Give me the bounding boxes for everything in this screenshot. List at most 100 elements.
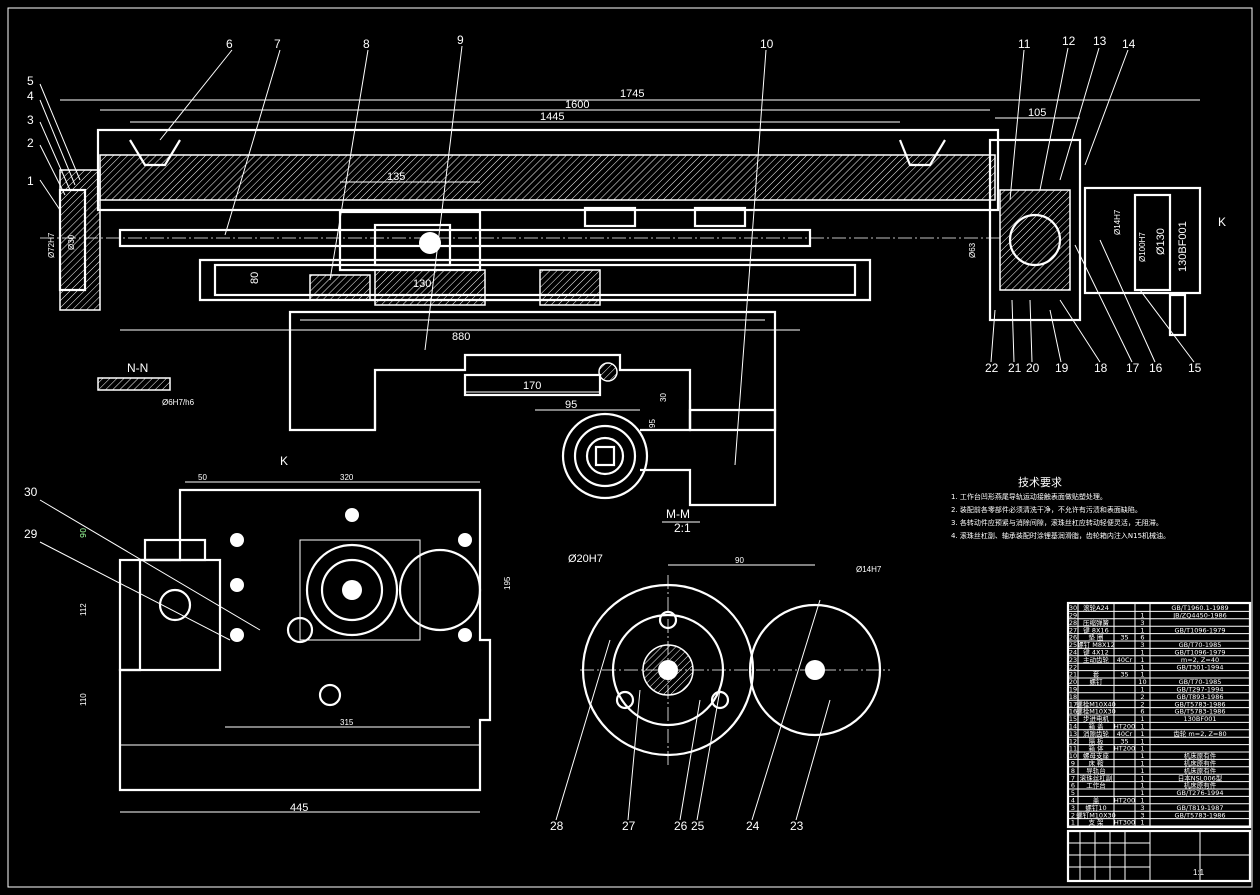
view-label-nn: N-N	[127, 361, 148, 375]
part-callouts: 1 2 3 4 5 6 7 8 9 10 11 12 13 14 15 16 1…	[24, 33, 1202, 833]
dim-phi14-gear: Ø14H7	[856, 565, 882, 574]
callout-7: 7	[274, 37, 281, 51]
callout-29: 29	[24, 527, 38, 541]
parts-cell-qty: 1	[1140, 760, 1144, 768]
parts-cell-name: 主动齿轮	[1083, 655, 1110, 664]
callout-20: 20	[1026, 361, 1040, 375]
dim-1600: 1600	[565, 99, 589, 111]
parts-cell-name: 套	[1093, 670, 1100, 679]
callout-26: 26	[674, 819, 688, 833]
parts-cell-qty: 1	[1140, 686, 1144, 694]
callout-1: 1	[27, 174, 34, 188]
parts-cell-qty: 1	[1140, 649, 1144, 657]
dim-30: 30	[659, 393, 668, 402]
parts-cell-mat: 40Cr	[1117, 656, 1133, 664]
callout-24: 24	[746, 819, 760, 833]
parts-cell-name: 导轨台	[1086, 766, 1106, 775]
dim-445: 445	[290, 802, 308, 814]
callout-21: 21	[1008, 361, 1022, 375]
parts-cell-std: GB/T297-1994	[1177, 686, 1224, 694]
callout-17: 17	[1126, 361, 1140, 375]
callout-10: 10	[760, 37, 774, 51]
technical-requirements: 技术要求 1. 工作台凹形燕尾导轨运动接触表面做贴塑处理。 2. 装配前各零部件…	[951, 476, 1170, 540]
parts-cell-std: GB/T819-1987	[1177, 804, 1224, 812]
dim-315: 315	[340, 718, 354, 727]
motor-label: 130BF001	[1177, 221, 1189, 272]
view-label-mm: M-M	[666, 507, 690, 521]
dim-90: 90	[79, 528, 88, 538]
parts-cell-no: 20	[1069, 678, 1077, 686]
parts-cell-no: 1	[1071, 819, 1075, 827]
parts-cell-no: 8	[1071, 767, 1075, 775]
parts-cell-qty: 1	[1140, 663, 1144, 671]
callout-12: 12	[1062, 34, 1076, 48]
parts-cell-name: 滚珠丝杠副	[1080, 773, 1113, 782]
parts-cell-name: 螺母支座	[1083, 751, 1110, 760]
parts-cell-std: 机床原有件	[1184, 766, 1217, 775]
callout-16: 16	[1149, 361, 1163, 375]
parts-cell-name: 箱 体	[1088, 744, 1104, 753]
dim-phi63: Ø63	[968, 242, 977, 258]
view-label-k: K	[280, 454, 288, 468]
callout-3: 3	[27, 113, 34, 127]
parts-cell-name: 盖	[1093, 796, 1100, 805]
parts-cell-std: 130BF001	[1183, 715, 1216, 723]
parts-cell-std: GB/T70-1985	[1179, 678, 1222, 686]
parts-cell-mat: 40Cr	[1117, 730, 1133, 738]
parts-cell-qty: 1	[1140, 782, 1144, 790]
parts-cell-no: 26	[1069, 634, 1077, 642]
parts-cell-name: 压缩弹簧	[1083, 618, 1110, 627]
parts-cell-mat: HT300	[1114, 819, 1135, 827]
parts-cell-name: 消隙齿轮	[1083, 729, 1110, 738]
main-section-view	[40, 128, 1202, 432]
frame-border	[7, 7, 1253, 888]
dim-phi6: Ø6H7/h6	[162, 398, 195, 407]
dim-320: 320	[340, 473, 354, 482]
parts-cell-std: GB/T893-1986	[1177, 693, 1224, 701]
parts-cell-qty: 1	[1140, 730, 1144, 738]
dim-95-horizontal: 95	[565, 399, 577, 411]
parts-cell-qty: 1	[1140, 767, 1144, 775]
callout-15: 15	[1188, 361, 1202, 375]
parts-cell-std: GB/T5783-1986	[1174, 700, 1225, 708]
parts-cell-name: 螺栓M10X30	[1076, 707, 1116, 716]
parts-cell-qty: 1	[1140, 671, 1144, 679]
parts-cell-std: GB/T276-1994	[1177, 789, 1224, 797]
parts-cell-name: 螺钉	[1090, 677, 1104, 686]
parts-cell-name: 支 架	[1088, 818, 1104, 827]
view-k: K	[118, 454, 492, 792]
parts-cell-no: 10	[1069, 752, 1077, 760]
callout-8: 8	[363, 37, 370, 51]
parts-cell-qty: 6	[1140, 634, 1144, 642]
parts-cell-no: 21	[1069, 671, 1077, 679]
parts-cell-qty: 1	[1140, 819, 1144, 827]
callout-25: 25	[691, 819, 705, 833]
callout-19: 19	[1055, 361, 1069, 375]
parts-cell-std: 日本NSL006型	[1178, 773, 1223, 782]
parts-cell-name: 隔 板	[1088, 736, 1104, 745]
parts-cell-qty: 2	[1140, 700, 1144, 708]
parts-cell-qty: 1	[1140, 752, 1144, 760]
requirements-title: 技术要求	[1018, 476, 1062, 489]
dim-90-gear: 90	[735, 556, 744, 565]
parts-cell-qty: 1	[1140, 723, 1144, 731]
parts-cell-no: 5	[1071, 789, 1075, 797]
dim-130: 130	[413, 278, 431, 290]
callout-6: 6	[226, 37, 233, 51]
parts-cell-no: 22	[1069, 663, 1077, 671]
parts-cell-qty: 6	[1140, 708, 1144, 716]
